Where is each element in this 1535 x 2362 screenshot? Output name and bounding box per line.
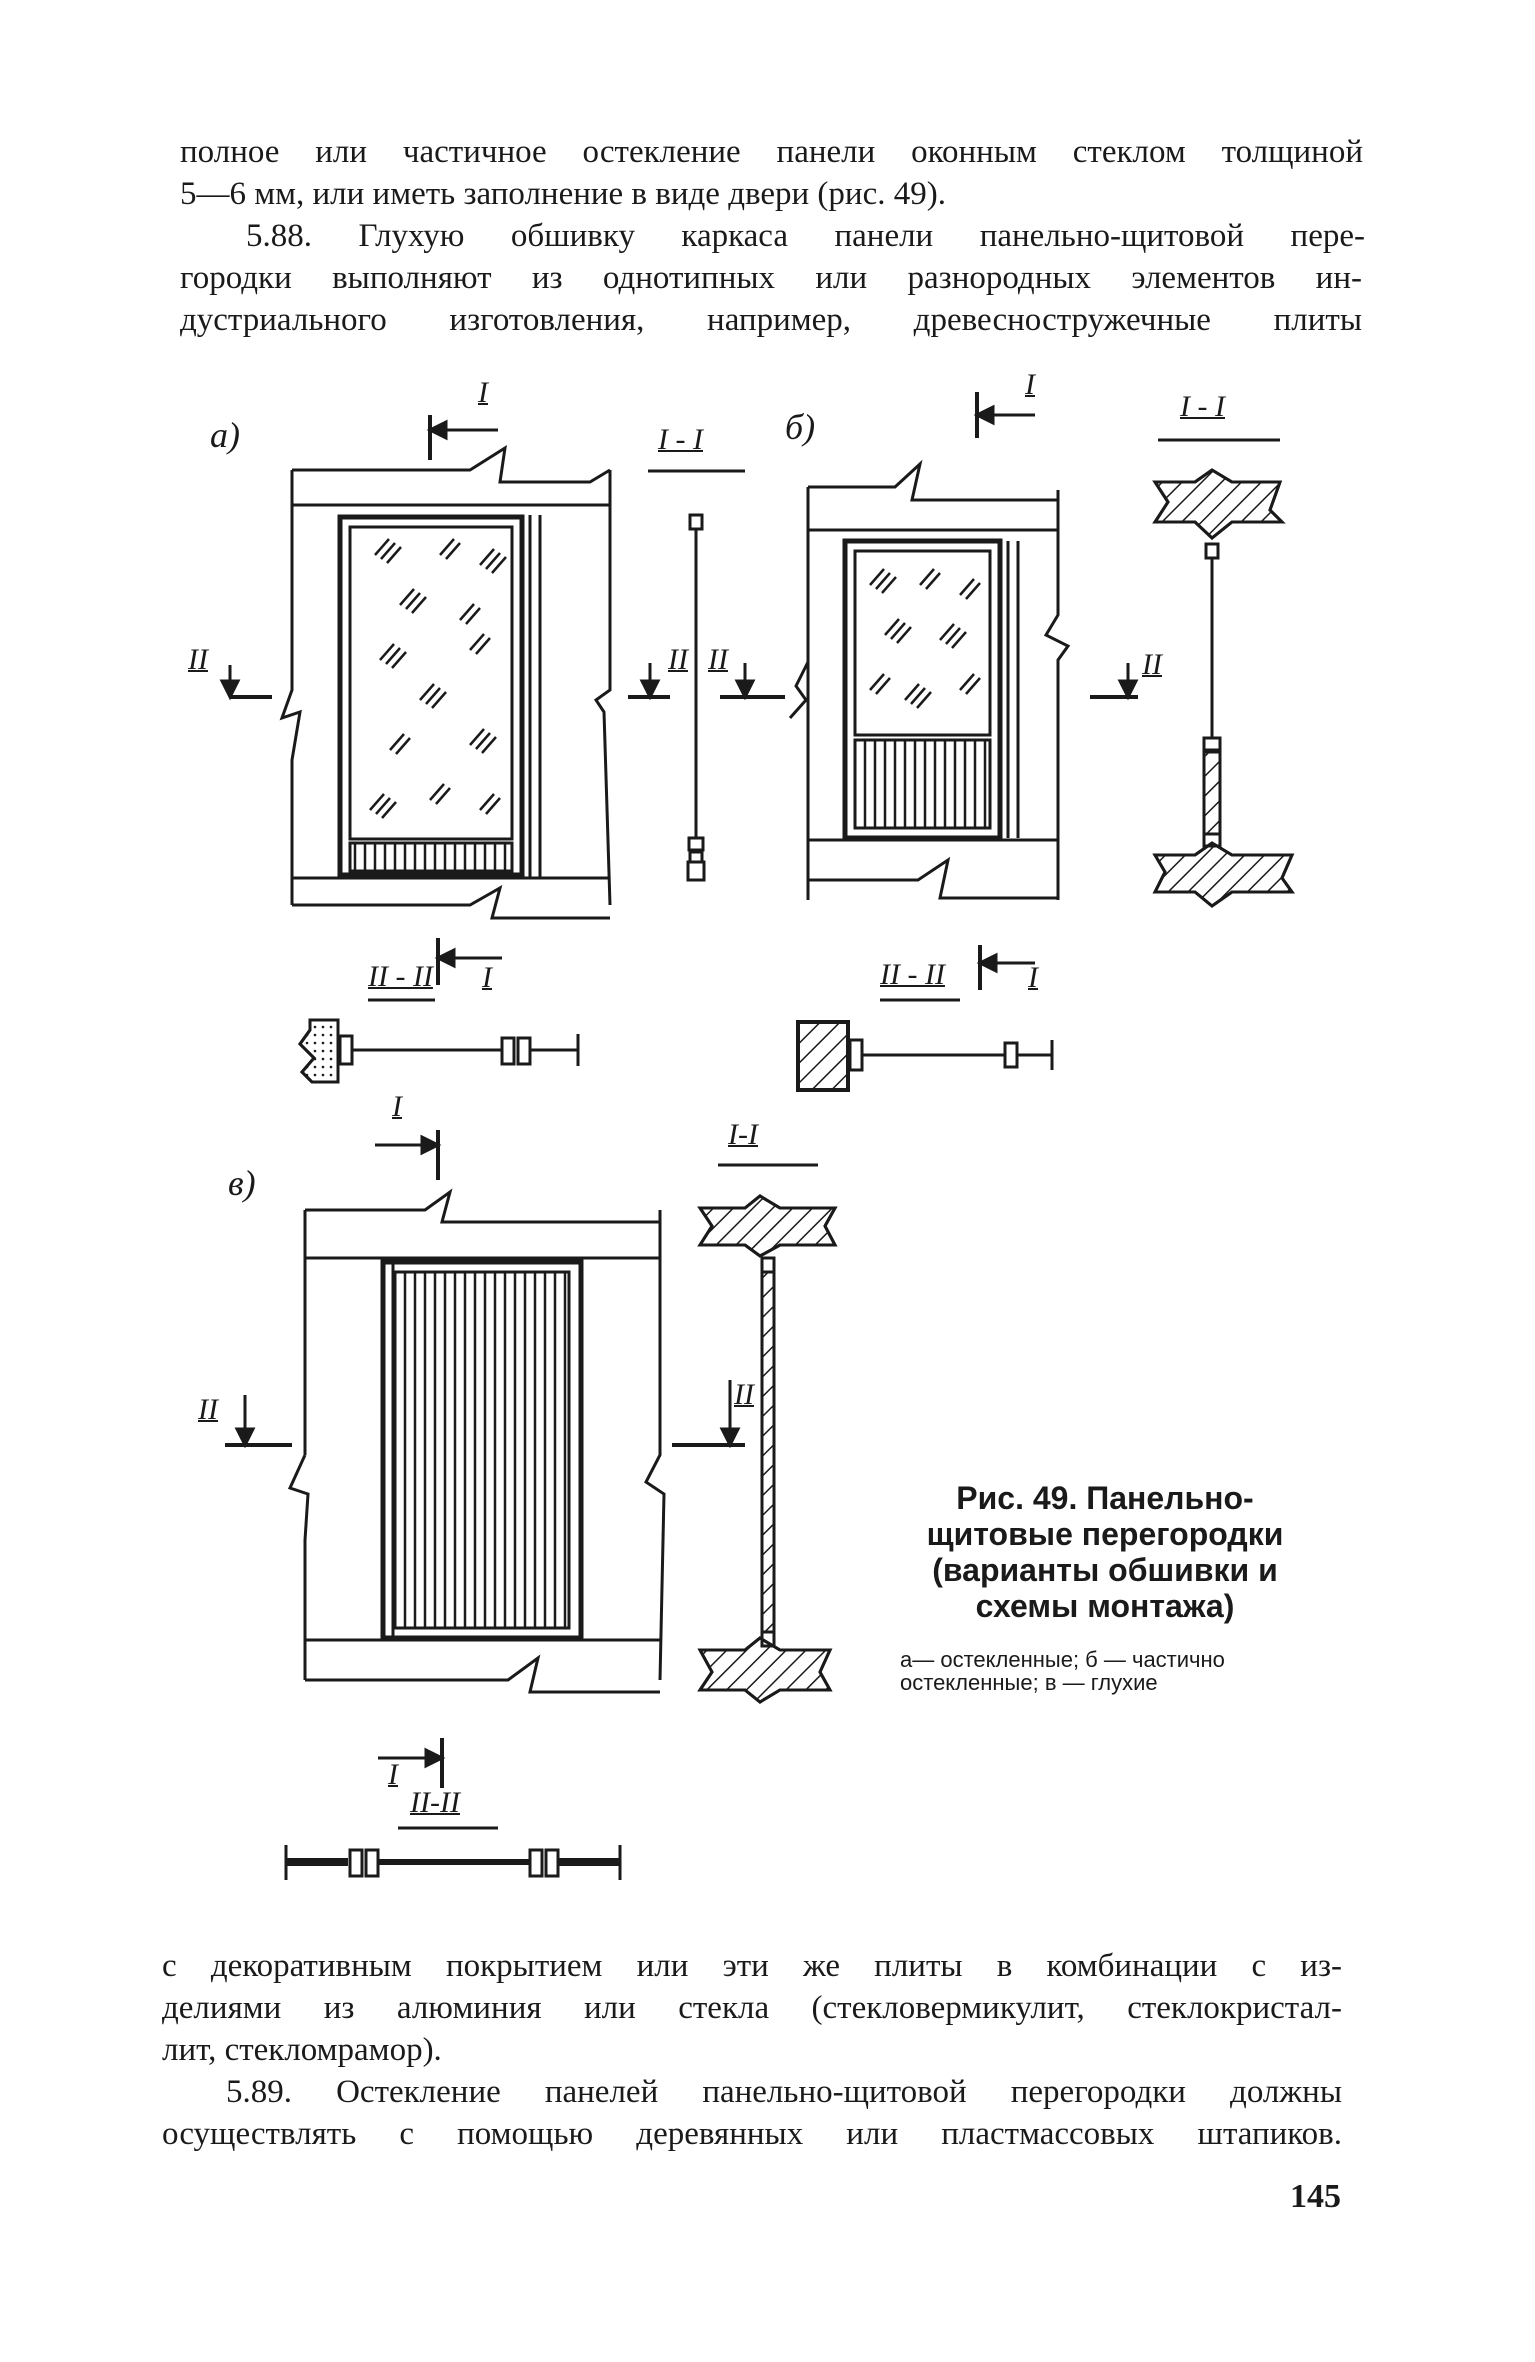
glass-hatch-b [869, 568, 981, 709]
section-I-I-b [1152, 438, 1295, 908]
mark-II: II [188, 643, 208, 676]
section-II-II-b [796, 998, 1054, 1092]
section-marks-c [225, 1130, 745, 1788]
figure-caption-title: Рис. 49. Панельно-щитовые перегородки (в… [926, 1480, 1284, 1624]
section-marks-b [720, 392, 1139, 990]
text-line: 5.88. Глухую обшивку каркаса панели пане… [246, 218, 1365, 254]
variant-c-elevation [287, 1188, 666, 1694]
text-line: лит, стекломрамор). [162, 2032, 442, 2068]
mark-II: II [734, 1378, 754, 1411]
variant-c-label: в) [228, 1163, 256, 1203]
section-I-I-c [697, 1163, 838, 1704]
variant-b-label: б) [785, 407, 816, 447]
section-II-II-a [298, 998, 580, 1084]
variant-a-elevation [279, 444, 612, 920]
figure-caption-legend: а— остекленные; б — частично остекленные… [900, 1647, 1225, 1695]
mark-II: II [1142, 648, 1162, 681]
mark-II: II [668, 643, 688, 676]
mark-I: I [482, 961, 492, 994]
section-label-I-I: I - I [1180, 390, 1225, 423]
glass-hatch-a [369, 538, 507, 819]
text-line: дустриального изготовления, например, др… [180, 302, 1362, 338]
variant-a-label: а) [210, 415, 240, 455]
section-label-II-II: II - II [880, 958, 945, 991]
section-label-I-I: I - I [658, 423, 703, 456]
mark-I: I [1028, 961, 1038, 994]
page-number: 145 [1290, 2178, 1341, 2215]
variant-b-elevation [788, 459, 1071, 900]
text-line: полное или частичное остекление панели о… [180, 134, 1363, 170]
mark-I: I [392, 1090, 402, 1123]
mark-II: II [708, 643, 728, 676]
text-line: делиями из алюминия или стекла (стеклове… [162, 1990, 1342, 2026]
text-line: городки выполняют из однотипных или разн… [180, 260, 1362, 296]
text-line: 5—6 мм, или иметь заполнение в виде двер… [180, 176, 946, 212]
section-label-II-II: II - II [368, 960, 433, 993]
section-I-I-a [648, 469, 745, 882]
mark-I: I [478, 376, 488, 409]
section-II-II-c [284, 1826, 622, 1880]
section-marks-a [219, 415, 670, 985]
section-label-I-I: I-I [728, 1118, 758, 1151]
mark-II: II [198, 1393, 218, 1426]
text-line: с декоративным покрытием или эти же плит… [162, 1948, 1342, 1984]
section-label-II-II: II-II [410, 1786, 460, 1819]
mark-I: I [388, 1758, 398, 1791]
mark-I: I [1025, 368, 1035, 401]
text-line: осуществлять с помощью деревянных или пл… [162, 2116, 1342, 2152]
text-line: 5.89. Остекление панелей панельно-щитово… [226, 2074, 1342, 2110]
